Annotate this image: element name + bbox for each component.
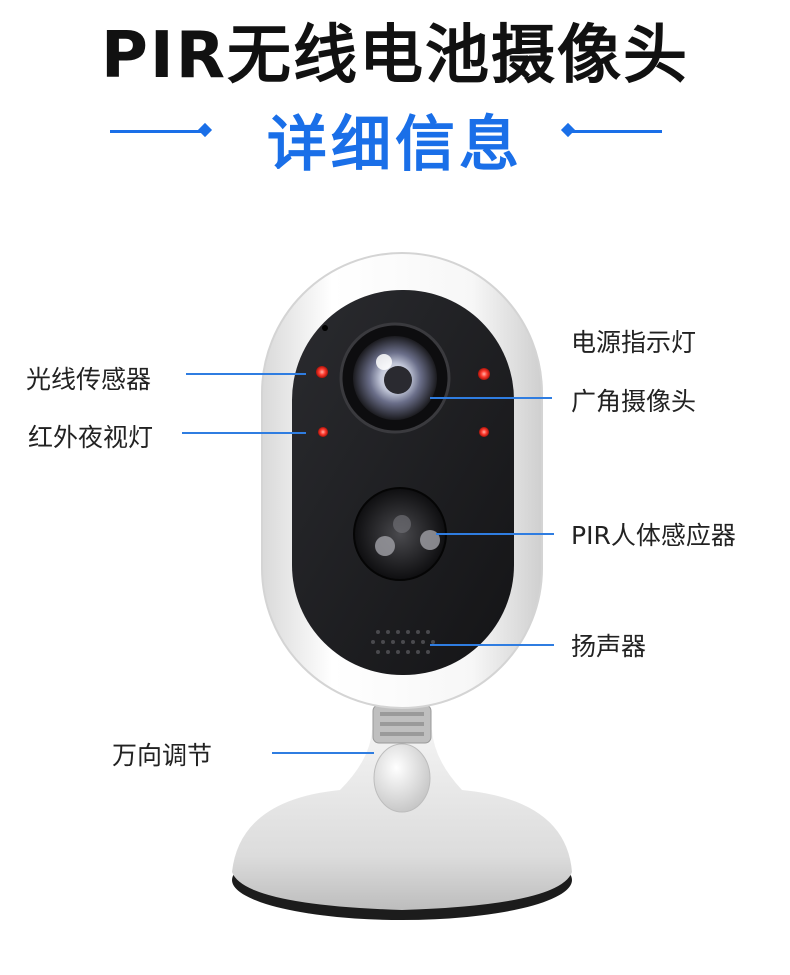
label-pir-sensor: PIR人体感应器 [571,521,736,550]
light-sensor-led [316,366,328,378]
pointer-universal-joint [272,752,374,754]
pointer-pir-sensor [436,533,554,535]
label-universal-joint: 万向调节 [112,741,213,770]
label-light-sensor: 光线传感器 [26,365,152,394]
pir-sensor [353,487,447,581]
page-subtitle: 详细信息 [267,110,523,180]
ir-led-right [479,427,489,437]
pointer-speaker [430,644,554,646]
universal-joint [372,704,432,813]
mic-hole [322,325,328,331]
camera-lens [339,322,451,434]
label-ir-night-light: 红外夜视灯 [28,423,154,452]
label-indicator-light: 电源指示灯 [571,328,697,357]
camera-base [232,730,572,920]
ir-led-left [318,427,328,437]
indicator-led [478,368,490,380]
pointer-ir-night-light [182,432,306,434]
subtitle-left-line [110,130,205,133]
speaker-grille [371,630,435,654]
pointer-wide-angle-camera [430,397,552,399]
pointer-light-sensor [186,373,306,375]
label-speaker: 扬声器 [571,632,647,661]
label-wide-angle-camera: 广角摄像头 [571,387,697,416]
subtitle-right-line [572,130,662,133]
page-title: PIR无线电池摄像头 [101,19,689,93]
